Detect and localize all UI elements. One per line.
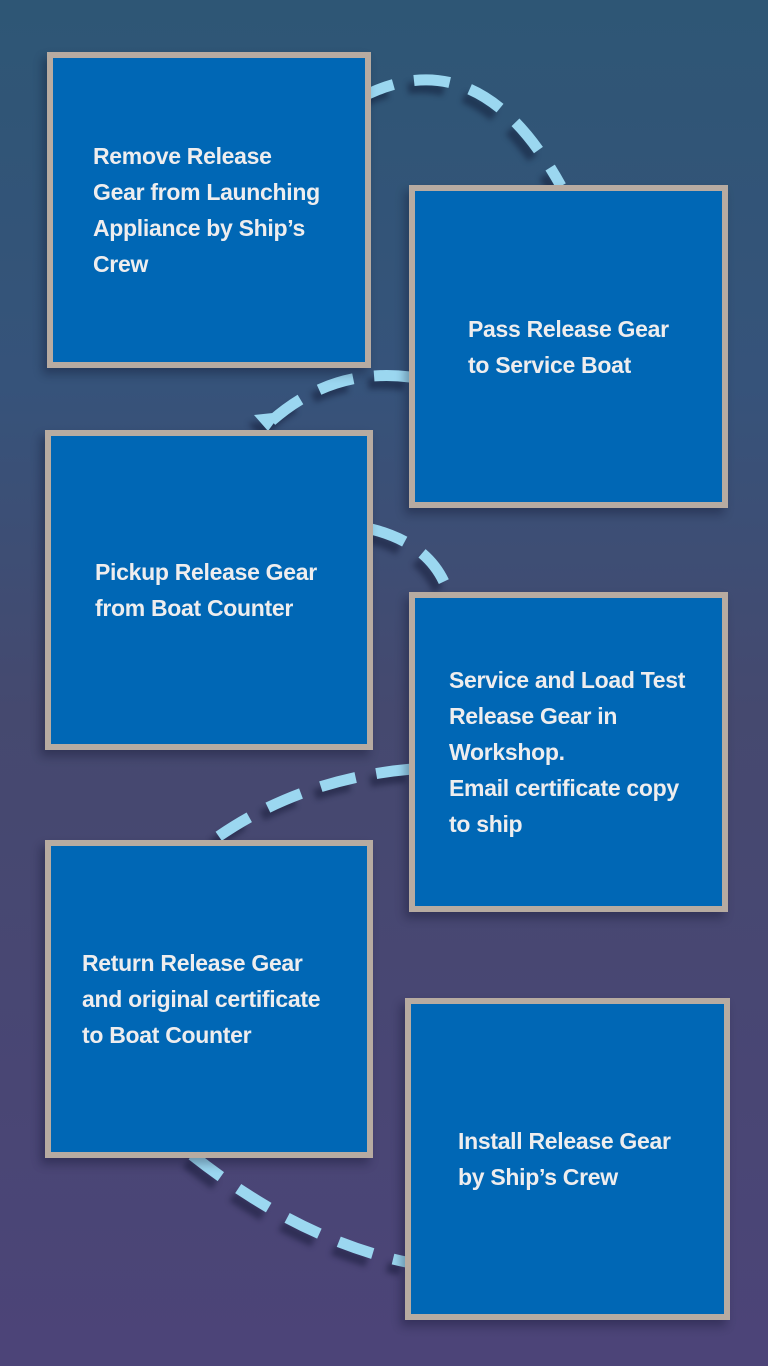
flow-step-service-load-test: Service and Load Test Release Gear in Wo… [409,592,728,912]
flow-step-return-release-gear: Return Release Gear and original certifi… [45,840,373,1158]
flow-step-label: Remove Release Gear from Launching Appli… [93,143,320,277]
flow-step-pickup-release-gear: Pickup Release Gear from Boat Counter [45,430,373,750]
flow-step-label: Return Release Gear and original certifi… [82,950,321,1048]
flow-step-label: Pass Release Gear to Service Boat [468,315,669,378]
connector-step5-to-step6 [188,1150,408,1268]
flow-step-pass-release-gear: Pass Release Gear to Service Boat [409,185,728,508]
connector-step1-to-step2 [357,74,566,189]
flow-step-label: Service and Load Test Release Gear in Wo… [449,667,686,837]
flow-step-remove-release-gear: Remove Release Gear from Launching Appli… [47,52,371,368]
arrow-head-icon [254,412,282,431]
flow-step-label: Install Release Gear by Ship’s Crew [458,1128,671,1190]
connector-step2-to-step3 [264,370,411,429]
flow-step-install-release-gear: Install Release Gear by Ship’s Crew [405,998,730,1320]
connector-step4-to-step5 [208,763,413,846]
connector-step3-to-step4 [369,523,454,594]
flow-step-label: Pickup Release Gear from Boat Counter [95,559,317,621]
